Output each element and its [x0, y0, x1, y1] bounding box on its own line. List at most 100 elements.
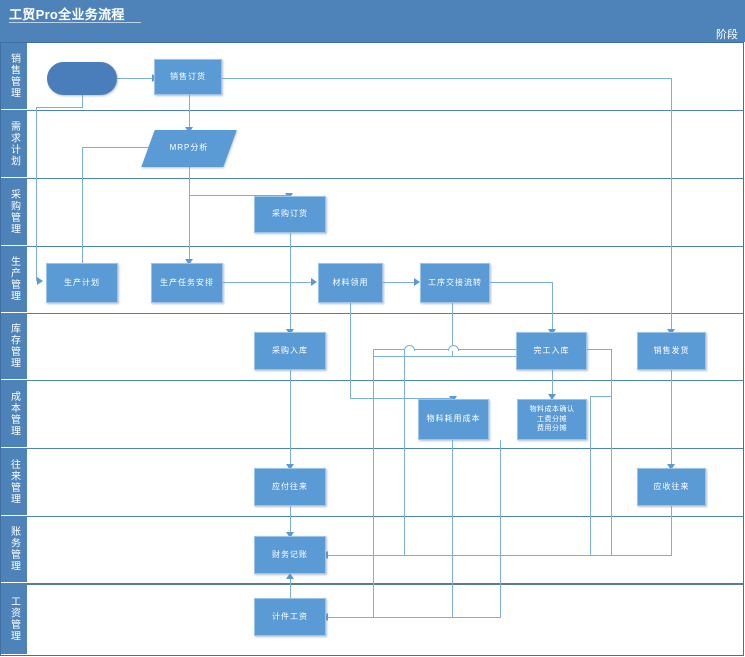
- lane-header-inventory: 库存管理: [1, 313, 27, 380]
- connector-right-trunk-down: [671, 78, 672, 331]
- node-material-issue[interactable]: 材料领用: [318, 263, 383, 303]
- node-material-cost[interactable]: 物料耗用成本: [418, 399, 489, 440]
- node-purchase-in[interactable]: 采购入库: [254, 332, 326, 370]
- connector-piece-wage-feed: [327, 617, 501, 618]
- lane-label-demand: 需求计划: [8, 120, 20, 167]
- node-sales-order[interactable]: 销售订货: [154, 59, 222, 95]
- node-label-process-transfer: 工序交接流转: [428, 277, 482, 287]
- lane-header-production: 生产管理: [1, 246, 27, 313]
- node-label-production-plan: 生产计划: [64, 277, 100, 287]
- node-start[interactable]: [47, 62, 117, 95]
- lane-separator-1: [27, 110, 743, 111]
- lane-label-accounting: 账务管理: [8, 526, 20, 572]
- node-purchase-order[interactable]: 采购订货: [254, 196, 326, 233]
- lane-label-inventory: 库存管理: [8, 323, 20, 369]
- connector-receivable-down: [671, 506, 672, 555]
- connector-start-left: [36, 107, 83, 108]
- connector-sales-out-left-loop: [590, 396, 612, 397]
- connector-hop-1: [404, 345, 415, 351]
- node-label-purchase-in: 采购入库: [272, 345, 308, 355]
- connector-sales-order-to-mrp: [189, 95, 190, 129]
- node-cost-confirm[interactable]: 物料成本确认 工费分摊 费用分摊: [517, 399, 587, 440]
- lane-header-ar-ap: 往来管理: [1, 448, 27, 516]
- connector-mrp-left-feed-down: [82, 147, 83, 264]
- connector-material-to-process: [383, 282, 415, 283]
- connector-process-right-down: [552, 282, 553, 331]
- node-label-sales-out: 销售发货: [653, 345, 690, 355]
- lane-header-accounting: 账务管理: [1, 516, 27, 583]
- arrowhead-task-schedule-in: [185, 259, 193, 265]
- node-label-piece-wage: 计件工资: [272, 611, 308, 621]
- node-task-schedule[interactable]: 生产任务安排: [151, 263, 223, 303]
- lane-separator-8: [27, 583, 743, 585]
- connector-cost-confirm-feed-h: [373, 356, 553, 357]
- lane-separator-4: [27, 313, 743, 314]
- arrowhead-bookkeeping-in-top: [286, 532, 294, 538]
- arrowhead-process-transfer-in: [414, 278, 420, 286]
- arrowhead-bookkeeping-in-bottom: [286, 573, 294, 579]
- connector-piece-wage-right-v: [500, 555, 501, 617]
- lane-label-ar-ap: 往来管理: [8, 458, 20, 505]
- lane-label-purchase: 采购管理: [8, 188, 20, 235]
- connector-purchase-in-to-payable: [290, 370, 291, 468]
- node-label-purchase-order: 采购订货: [272, 209, 308, 219]
- connector-sales-out-to-receivable: [671, 370, 672, 468]
- arrowhead-cost-confirm-in: [548, 394, 556, 400]
- node-label-material-issue: 材料领用: [332, 277, 369, 287]
- connector-start-down: [82, 95, 83, 107]
- connector-mrp-down-to-task: [189, 167, 190, 262]
- arrowhead-receivable-in: [667, 464, 675, 470]
- connector-piece-wage-to-book: [290, 578, 291, 605]
- connector-material-cost-down: [452, 440, 453, 617]
- connector-sales-out-left-loop-down: [590, 396, 591, 555]
- title-underline: [9, 22, 141, 23]
- node-process-transfer[interactable]: 工序交接流转: [420, 263, 490, 303]
- arrowhead-production-plan-in: [37, 277, 43, 285]
- node-payable[interactable]: 应付往来: [254, 468, 326, 506]
- page-title: 工贸Pro全业务流程: [9, 7, 125, 22]
- lane-header-cost: 成本管理: [1, 380, 27, 448]
- arrowhead-payable-in: [286, 464, 294, 470]
- connector-finish-right-down: [611, 349, 612, 555]
- node-sales-out[interactable]: 销售发货: [637, 332, 706, 370]
- node-production-plan[interactable]: 生产计划: [46, 263, 118, 303]
- lane-separator-2: [27, 178, 743, 179]
- node-label-receivable: 应收往来: [653, 481, 690, 491]
- node-label-sales-order: 销售订货: [170, 71, 206, 81]
- stage-label: 阶段: [716, 29, 738, 41]
- connector-material-cost-h: [350, 398, 453, 399]
- lane-label-production: 生产管理: [8, 256, 20, 302]
- connector-hop-2: [448, 345, 459, 351]
- node-label-cost-confirm: 物料成本确认 工费分摊 费用分摊: [529, 406, 575, 433]
- connector-process-right: [490, 282, 553, 283]
- lane-header-demand: 需求计划: [1, 110, 27, 178]
- lane-separator-3: [27, 246, 743, 247]
- connector-finish-to-cost-confirm: [552, 368, 553, 396]
- connector-start-to-sales-order: [117, 78, 153, 79]
- node-mrp-analysis[interactable]: MRP分析: [141, 130, 237, 167]
- lane-label-sales: 销售管理: [8, 53, 20, 99]
- node-receivable[interactable]: 应收往来: [637, 468, 706, 506]
- node-finish-in[interactable]: 完工入库: [516, 332, 587, 370]
- lane-separator-5: [27, 380, 743, 381]
- stage-bar: 阶段: [0, 25, 745, 42]
- connector-payable-to-bookkeeping: [290, 506, 291, 534]
- node-label-bookkeeping: 财务记账: [272, 549, 308, 559]
- swimlane-frame: [0, 42, 744, 656]
- node-label-task-schedule: 生产任务安排: [160, 277, 214, 287]
- lane-separator-6: [27, 448, 743, 449]
- lane-label-cost: 成本管理: [8, 390, 20, 437]
- connector-sales-out-loop-bottom: [590, 555, 612, 556]
- connector-mrp-to-po-h: [189, 195, 290, 196]
- node-bookkeeping[interactable]: 财务记账: [254, 536, 326, 574]
- arrowhead-material-issue-in: [311, 278, 317, 286]
- lane-label-payroll: 工资管理: [8, 595, 20, 642]
- connector-task-to-material: [222, 282, 312, 283]
- connector-cost-confirm-to-book: [500, 440, 501, 555]
- connector-mrp-left-feed: [82, 147, 155, 148]
- connector-bus-left-a: [373, 349, 374, 617]
- node-label-payable: 应付往来: [272, 481, 308, 491]
- connector-finish-right: [587, 349, 612, 350]
- node-piece-wage[interactable]: 计件工资: [254, 598, 326, 636]
